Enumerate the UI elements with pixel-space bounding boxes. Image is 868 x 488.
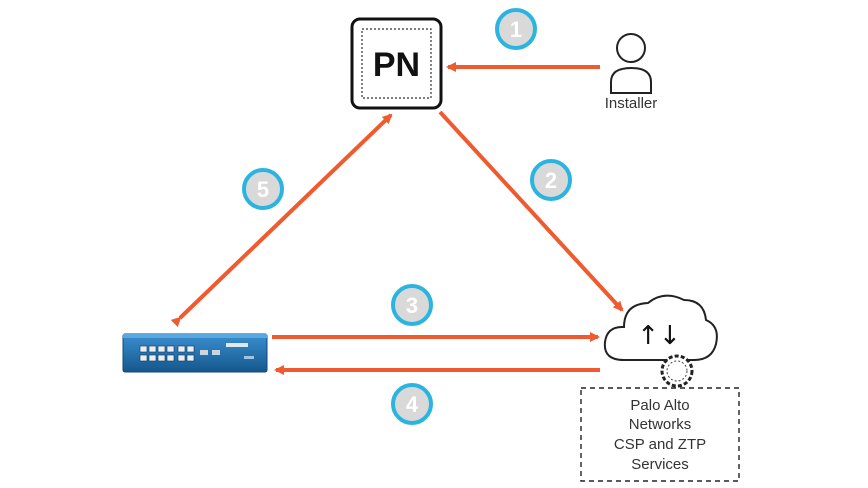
arrow-pn-to-cloud <box>438 110 624 312</box>
step-3-label: 3 <box>406 293 418 318</box>
firewall-appliance-icon <box>122 333 268 373</box>
gear-icon <box>660 354 694 388</box>
pn-label: PN <box>373 46 420 84</box>
step-1-badge: 1 <box>495 8 537 50</box>
installer-label: Installer <box>605 95 658 112</box>
person-icon <box>610 33 652 94</box>
cloud-icon: ↑↓ <box>603 294 718 361</box>
services-line-2: Networks <box>629 416 692 433</box>
arrow-pn-firewall-bidirectional <box>170 113 393 328</box>
pn-device: PN <box>350 17 443 110</box>
step-3-badge: 3 <box>391 284 433 326</box>
cloud-arrows-icon: ↑↓ <box>637 321 681 351</box>
step-5-label: 5 <box>257 177 269 202</box>
services-line-3: CSP and ZTP <box>614 436 706 453</box>
step-1-label: 1 <box>510 17 522 42</box>
step-4-badge: 4 <box>391 383 433 425</box>
step-5-badge: 5 <box>242 168 284 210</box>
step-2-label: 2 <box>545 168 557 193</box>
step-2-badge: 2 <box>530 159 572 201</box>
step-4-label: 4 <box>406 392 419 417</box>
services-line-4: Services <box>631 456 689 473</box>
services-line-1: Palo Alto <box>630 397 689 414</box>
